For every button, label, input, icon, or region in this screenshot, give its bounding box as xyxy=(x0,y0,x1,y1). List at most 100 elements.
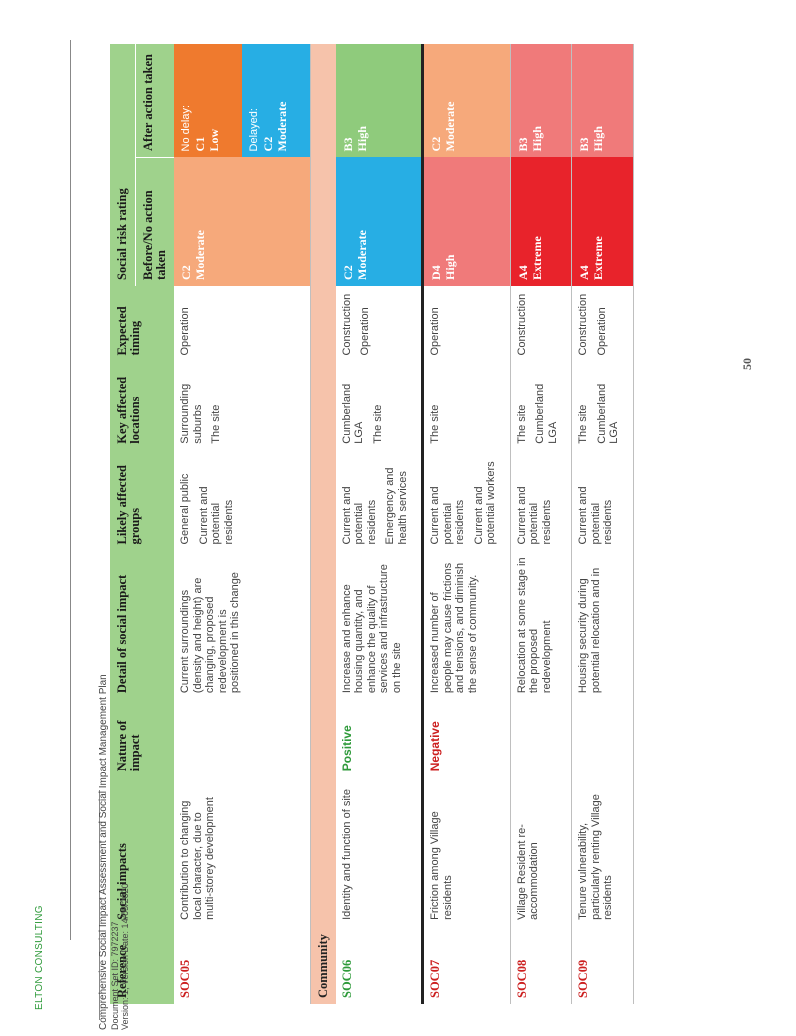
nature-cell xyxy=(510,699,572,778)
header-after: After action taken xyxy=(135,44,174,158)
timing-item: Operation xyxy=(179,307,191,356)
group-item: Current and potential residents xyxy=(197,486,235,545)
after-rating-cell: B3 High xyxy=(335,44,423,158)
before-rating-cell: A4 Extreme xyxy=(571,157,633,286)
rating-code: A4 xyxy=(577,265,591,280)
rating-level: Low xyxy=(207,128,221,152)
footer-document-title: Comprehensive Social Impact Assessment a… xyxy=(98,674,109,1030)
rating-code: B3 xyxy=(515,137,530,152)
rating-level: High xyxy=(354,126,369,152)
rating-level: Moderate xyxy=(354,229,369,280)
group-item: General public xyxy=(179,473,191,545)
rating-level: Moderate xyxy=(443,101,457,152)
header-nature: Nature of impact xyxy=(110,699,174,778)
rating-code: C2 xyxy=(261,136,275,152)
group-item: Current and potential residents xyxy=(340,486,378,545)
nature-cell xyxy=(571,699,633,778)
timing-cell: Operation xyxy=(422,285,510,362)
timing-item: Operation xyxy=(595,307,608,356)
location-item: Surrounding suburbs xyxy=(179,383,204,444)
timing-cell: Construction xyxy=(510,285,572,362)
locations-cell: Cumberland LGA The site xyxy=(335,361,423,450)
groups-cell: Current and potential residents xyxy=(571,449,633,551)
rating-level: High xyxy=(443,254,457,280)
reference-cell: SOC09 xyxy=(571,925,633,1004)
location-item: The site xyxy=(577,404,589,444)
location-item: Cumberland LGA xyxy=(340,383,366,444)
rating-level: Extreme xyxy=(529,236,544,280)
groups-cell: Current and potential residents xyxy=(510,449,572,551)
rating-level: Moderate xyxy=(193,229,207,280)
before-rating-cell: C2 Moderate xyxy=(335,157,423,286)
rating-code: A4 xyxy=(515,265,530,280)
groups-cell: Current and potential residents Emergenc… xyxy=(335,449,423,551)
after-rating-no-delay: No delay: C1 Low xyxy=(174,44,242,158)
timing-cell: Construction Operation xyxy=(335,285,423,362)
header-timing: Expected timing xyxy=(110,285,174,362)
timing-item: Construction xyxy=(340,293,353,356)
reference-cell: SOC05 xyxy=(174,925,311,1004)
nature-cell: Positive xyxy=(335,699,423,778)
detail-cell: Housing security during potential reloca… xyxy=(571,550,633,700)
detail-cell: Increased number of people may cause fri… xyxy=(422,550,510,700)
header-before: Before/No action taken xyxy=(135,157,174,286)
header-groups: Likely affected groups xyxy=(110,449,174,551)
timing-cell: Construction Operation xyxy=(571,285,633,362)
group-item: Emergency and health services xyxy=(384,467,409,545)
location-item: Cumberland LGA xyxy=(534,383,559,444)
group-item: Current and potential residents xyxy=(577,486,614,545)
rating-code: C2 xyxy=(340,265,355,280)
before-rating-cell: A4 Extreme xyxy=(510,157,572,286)
rating-level: High xyxy=(529,126,544,152)
after-rating-cell: C2 Moderate xyxy=(422,44,510,158)
location-item: The site xyxy=(371,404,384,444)
impact-cell: Friction among Village residents xyxy=(422,777,510,926)
section-title: Community xyxy=(310,44,336,1004)
locations-cell: The site Cumberland LGA xyxy=(571,361,633,450)
reference-cell: SOC07 xyxy=(422,925,510,1004)
rating-code: B3 xyxy=(340,137,355,152)
impact-cell: Tenure vulnerability, particularly renti… xyxy=(571,777,633,926)
rating-level: High xyxy=(591,126,605,152)
detail-cell: Increase and enhance housing quantity, a… xyxy=(335,550,423,700)
rating-code: D4 xyxy=(429,265,443,280)
group-item: Current and potential residents xyxy=(429,486,466,545)
timing-cell: Operation xyxy=(174,285,311,362)
impact-cell: Contribution to changing local character… xyxy=(174,777,311,926)
before-rating-cell: D4 High xyxy=(422,157,510,286)
timing-item: Construction xyxy=(515,293,528,356)
before-rating-cell: C2 Moderate xyxy=(174,157,311,286)
footer-version: Version: 1, Version Date: 14/05/2020 xyxy=(120,883,130,1030)
location-item: The site xyxy=(210,404,222,444)
header-risk-rating: Social risk rating xyxy=(110,44,136,286)
table-row-soc09: SOC09 Tenure vulnerability, particularly… xyxy=(571,44,633,1004)
after-rating-cell: B3 High xyxy=(571,44,633,158)
reference-cell: SOC06 xyxy=(335,925,423,1004)
groups-cell: General public Current and potential res… xyxy=(174,449,311,551)
rating-label: Delayed: xyxy=(248,108,260,152)
locations-cell: The site Cumberland LGA xyxy=(510,361,572,450)
header-locations: Key affected locations xyxy=(110,361,174,450)
location-item: Cumberland LGA xyxy=(595,383,621,444)
rating-label: No delay: xyxy=(180,104,192,152)
rating-level: Extreme xyxy=(591,236,605,280)
header-detail: Detail of social impact xyxy=(110,550,174,700)
social-impact-table: Reference Social impacts Nature of impac… xyxy=(110,44,634,1004)
table-row-soc07: SOC07 Friction among Village residents N… xyxy=(422,44,510,1004)
table-row-soc06: SOC06 Identity and function of site Posi… xyxy=(335,44,423,1004)
reference-cell: SOC08 xyxy=(510,925,572,1004)
table-row-soc08: SOC08 Village Resident re-accommodation … xyxy=(510,44,572,1004)
footer-rule xyxy=(99,790,100,1020)
after-rating-cell: B3 High xyxy=(510,44,572,158)
timing-item: Operation xyxy=(429,307,441,356)
group-item: Current and potential workers xyxy=(472,461,498,545)
after-rating-delayed: Delayed: C2 Moderate xyxy=(242,44,310,158)
rating-code: B3 xyxy=(577,137,591,152)
location-item: The site xyxy=(429,404,441,444)
timing-item: Construction xyxy=(577,293,589,356)
impact-cell: Village Resident re-accommodation xyxy=(510,777,572,926)
locations-cell: Surrounding suburbs The site xyxy=(174,361,311,450)
section-row-community: Community xyxy=(310,44,336,1004)
rating-code: C1 xyxy=(193,136,207,152)
rotated-page: Reference Social impacts Nature of impac… xyxy=(110,44,700,1004)
